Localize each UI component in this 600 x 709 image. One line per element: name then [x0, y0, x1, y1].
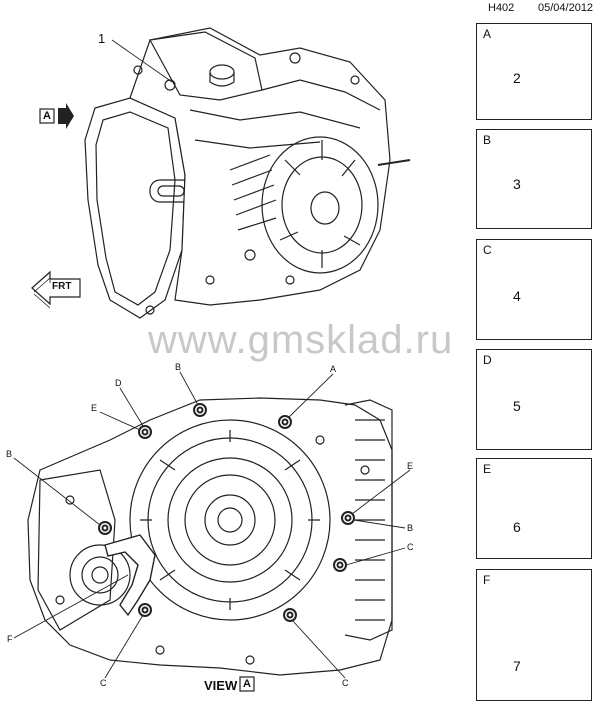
callout-a: A — [330, 364, 337, 374]
frt-label: FRT — [52, 281, 72, 292]
arrow-a-label: A — [43, 110, 51, 122]
callout-c-right: C — [407, 542, 414, 552]
callout-d: D — [115, 378, 122, 388]
callout-b-top: B — [175, 362, 182, 372]
part-number: 7 — [513, 658, 521, 674]
part-number: 2 — [513, 70, 521, 86]
transmission-view-a — [13, 371, 411, 692]
panel-letter: C — [483, 243, 492, 257]
view-label-box: A — [243, 678, 251, 690]
callout-b-left: B — [6, 449, 13, 459]
panel-d: D 5 — [476, 349, 592, 450]
diagram-date: 05/04/2012 — [538, 2, 594, 14]
panel-c: C 4 — [476, 239, 592, 340]
transmission-top-view — [31, 27, 411, 319]
panel-letter: D — [483, 353, 492, 367]
part-number: 5 — [513, 398, 521, 414]
panel-b: B 3 — [476, 129, 592, 229]
part-number: 6 — [513, 519, 521, 535]
callout-f: F — [7, 634, 13, 644]
callout-1: 1 — [98, 31, 106, 46]
callout-b-right: B — [407, 523, 414, 533]
panel-letter: F — [483, 573, 491, 587]
view-label: VIEW — [204, 678, 238, 693]
part-number: 4 — [513, 288, 521, 304]
panel-letter: A — [483, 27, 492, 41]
callout-e-left: E — [91, 403, 98, 413]
watermark: www.gmsklad.ru — [148, 318, 454, 362]
panel-letter: B — [483, 133, 492, 147]
panel-e: E 6 — [476, 458, 592, 559]
panel-letter: E — [483, 462, 492, 476]
panel-f: F 7 — [476, 569, 592, 701]
diagram-code: H402 — [488, 2, 515, 14]
part-number: 3 — [513, 176, 521, 192]
callout-c-bottom-left: C — [100, 678, 107, 688]
panel-a: A 2 — [476, 23, 592, 120]
callout-c-bottom-right: C — [342, 678, 349, 688]
callout-e-right: E — [407, 461, 414, 471]
